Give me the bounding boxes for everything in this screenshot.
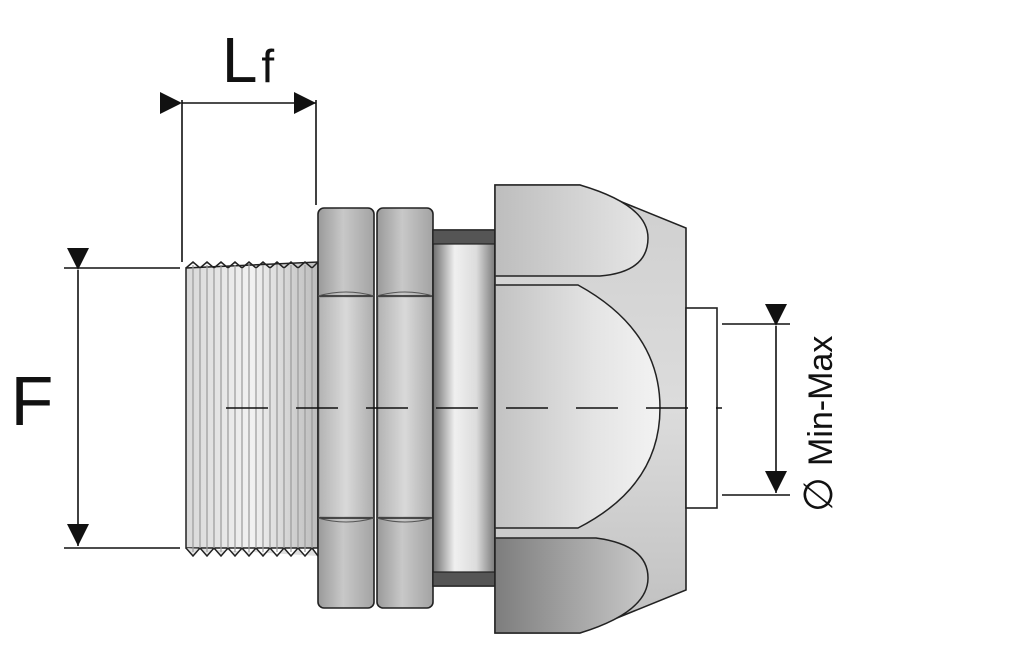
hex-nut-1 (317, 207, 375, 609)
dimension-min-max: ∅ Min-Max (722, 304, 841, 512)
dimension-lf: Lf (160, 24, 317, 262)
thread-crest-bottom (185, 546, 319, 558)
dimension-f: F (11, 248, 180, 549)
cable-insert (685, 307, 718, 509)
diameter-symbol-icon: ∅ (797, 477, 841, 512)
label-lf: Lf (222, 24, 275, 96)
cap-lobe-bottom (494, 537, 649, 634)
label-f: F (11, 362, 54, 440)
threaded-section (185, 261, 319, 558)
cap-lobe-top (494, 184, 649, 277)
label-min-max: Min-Max (802, 336, 840, 466)
thread-crest-top (185, 261, 319, 270)
cap-nut (494, 184, 687, 634)
